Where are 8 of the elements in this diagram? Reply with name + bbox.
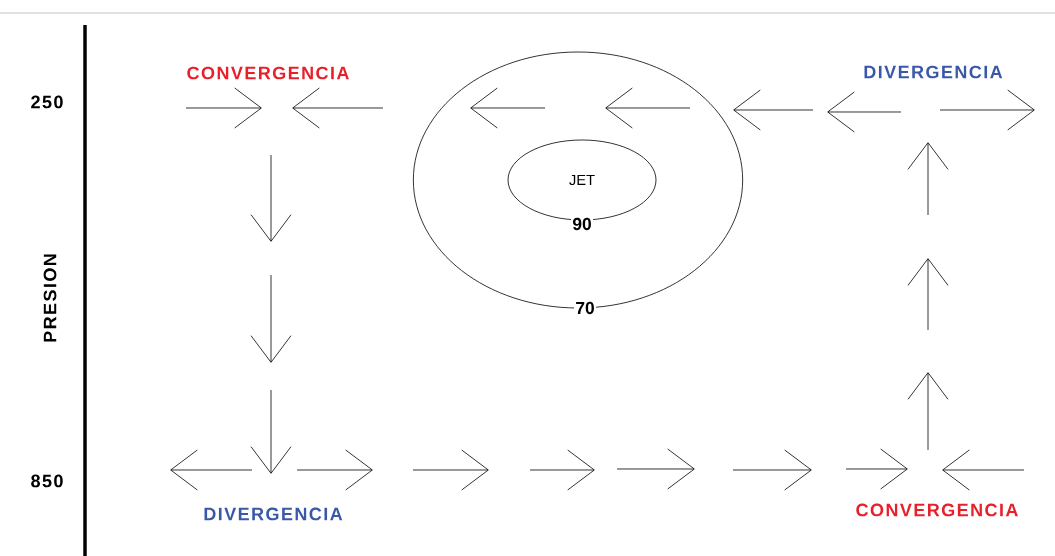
axis-title: PRESION <box>43 254 57 342</box>
zone-label: CONVERGENCIA <box>856 503 1018 517</box>
pressure-level: 850 <box>31 474 63 488</box>
zone-label: DIVERGENCIA <box>864 65 1003 79</box>
pressure-level: 250 <box>31 95 63 109</box>
jet-contour: JET 90 <box>507 139 657 232</box>
zone-label: DIVERGENCIA <box>204 507 343 521</box>
zone-label: CONVERGENCIA <box>187 66 349 80</box>
